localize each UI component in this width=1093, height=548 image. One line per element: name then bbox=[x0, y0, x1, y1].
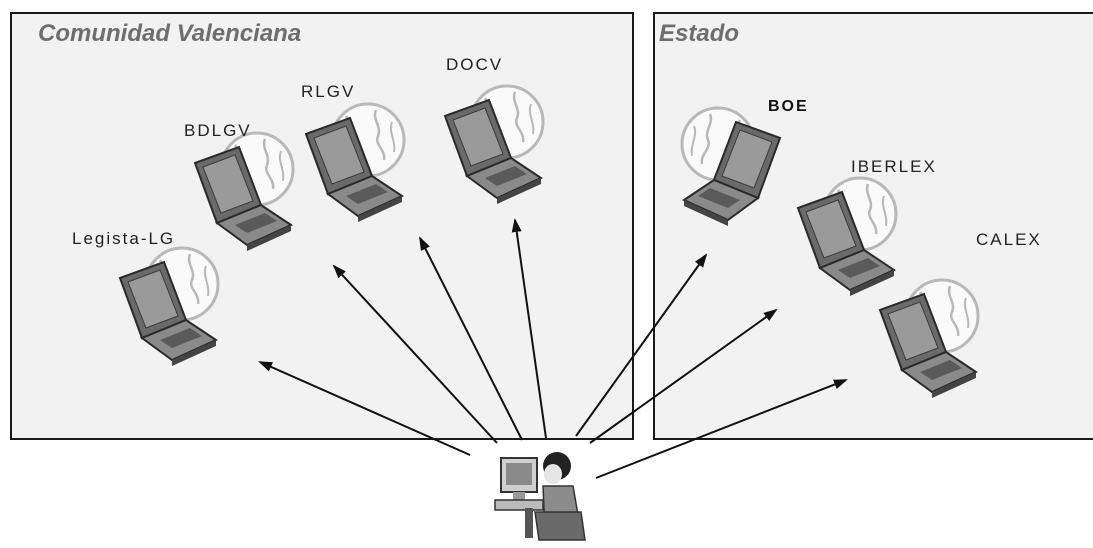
laptop-globe-icon bbox=[796, 176, 898, 298]
arrow-to-boe bbox=[575, 253, 708, 437]
laptop-globe-icon bbox=[118, 246, 220, 368]
laptop-globe-icon bbox=[680, 106, 782, 228]
laptop-globe-icon bbox=[304, 102, 406, 224]
arrow-to-bdlgv bbox=[332, 264, 498, 444]
node-label-bdlgv: BDLGV bbox=[184, 121, 252, 140]
node-label-calex: CALEX bbox=[976, 230, 1042, 249]
region-comunidad-valenciana bbox=[10, 12, 634, 440]
node-label-rlgv: RLGV bbox=[301, 82, 356, 101]
node-label-iberlex: IBERLEX bbox=[851, 157, 937, 176]
arrow-to-iberlex bbox=[589, 308, 778, 444]
node-label-docv: DOCV bbox=[446, 55, 504, 74]
node-label-boe: BOE bbox=[768, 98, 809, 115]
region-title-estado: Estado bbox=[659, 20, 740, 47]
user-at-computer-icon bbox=[494, 451, 586, 541]
laptop-globe-icon bbox=[443, 84, 545, 206]
arrow-to-legista bbox=[258, 361, 471, 456]
laptop-globe-icon bbox=[878, 278, 980, 400]
arrows bbox=[258, 218, 848, 479]
arrow-to-rlgv bbox=[419, 236, 523, 441]
node-label-legista: Legista-LG bbox=[72, 229, 176, 248]
laptop-globe-icon bbox=[193, 131, 295, 253]
arrow-to-calex bbox=[595, 379, 848, 479]
arrow-to-docv bbox=[511, 218, 547, 439]
region-title-comunidad: Comunidad Valenciana bbox=[38, 20, 302, 47]
